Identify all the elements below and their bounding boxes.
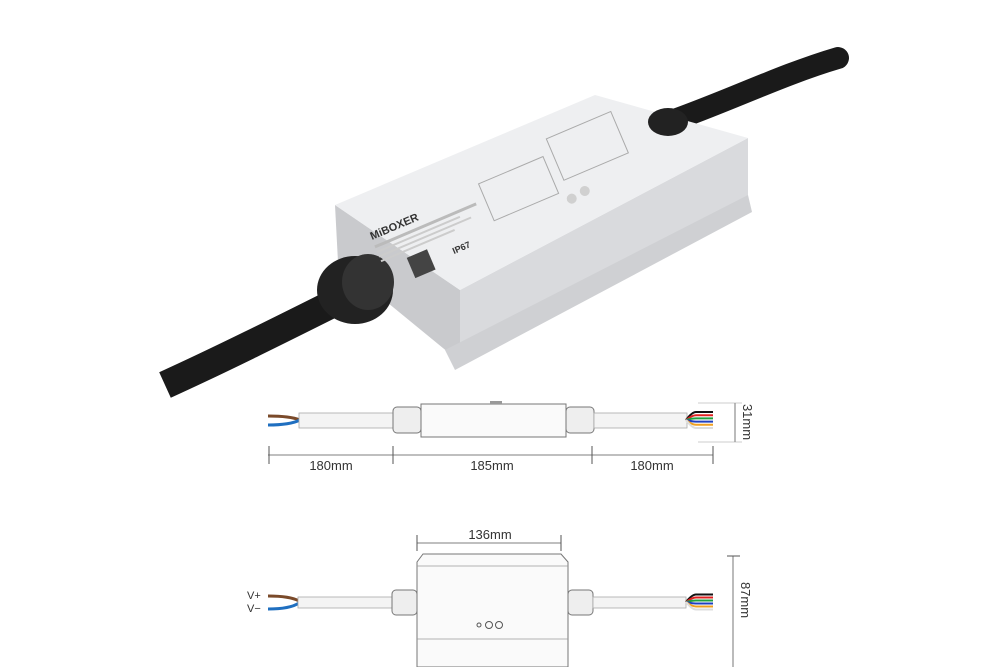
output-cable [593, 412, 688, 429]
housing-side [420, 403, 567, 438]
mounting-flange [445, 195, 752, 370]
led-indicator [566, 193, 577, 204]
button-1 [485, 621, 493, 629]
right-cable-gland [648, 108, 688, 136]
output-cable [592, 596, 687, 609]
body-length: 185mm [470, 458, 513, 473]
product-photo: MiBOXER IP67 [159, 47, 849, 398]
housing-left-face [335, 205, 460, 362]
blue-wire [267, 601, 300, 611]
output-wires [685, 593, 713, 611]
body-height: 31mm [740, 404, 755, 440]
output-wire [685, 601, 713, 611]
side-view-diagram: 180mm 185mm 180mm 31mm [267, 401, 755, 473]
input-cable-length: 180mm [309, 458, 352, 473]
body-depth: 87mm [738, 582, 753, 618]
product-label: MiBOXER IP67 [368, 110, 630, 279]
label-v-plus: V+ [247, 590, 261, 602]
left-cable-gland [317, 254, 394, 324]
button-2 [495, 621, 503, 629]
label-v-minus: V− [247, 603, 261, 615]
input-cable [298, 412, 394, 429]
brown-wire [267, 594, 300, 603]
output-wire [685, 601, 713, 605]
housing-top [416, 553, 569, 667]
left-cable [159, 287, 347, 398]
output-wire [685, 417, 713, 421]
input-gland [392, 406, 422, 434]
brown-wire [267, 414, 301, 422]
indicator-led [476, 622, 482, 628]
top-view-diagram: V+ V− 136mm 87mm [247, 527, 753, 667]
right-cable [649, 47, 849, 136]
body-width: 136mm [468, 527, 511, 542]
input-gland [391, 589, 418, 616]
input-cable [297, 596, 393, 609]
housing-top-face [335, 95, 748, 290]
output-cable-length: 180mm [630, 458, 673, 473]
blue-wire [267, 418, 301, 427]
output-wires [685, 411, 713, 429]
qr-code [406, 249, 436, 279]
output-gland [567, 589, 594, 616]
output-wire [685, 419, 713, 423]
output-gland [565, 406, 595, 434]
output-wire [685, 599, 713, 603]
output-wire [685, 419, 713, 429]
